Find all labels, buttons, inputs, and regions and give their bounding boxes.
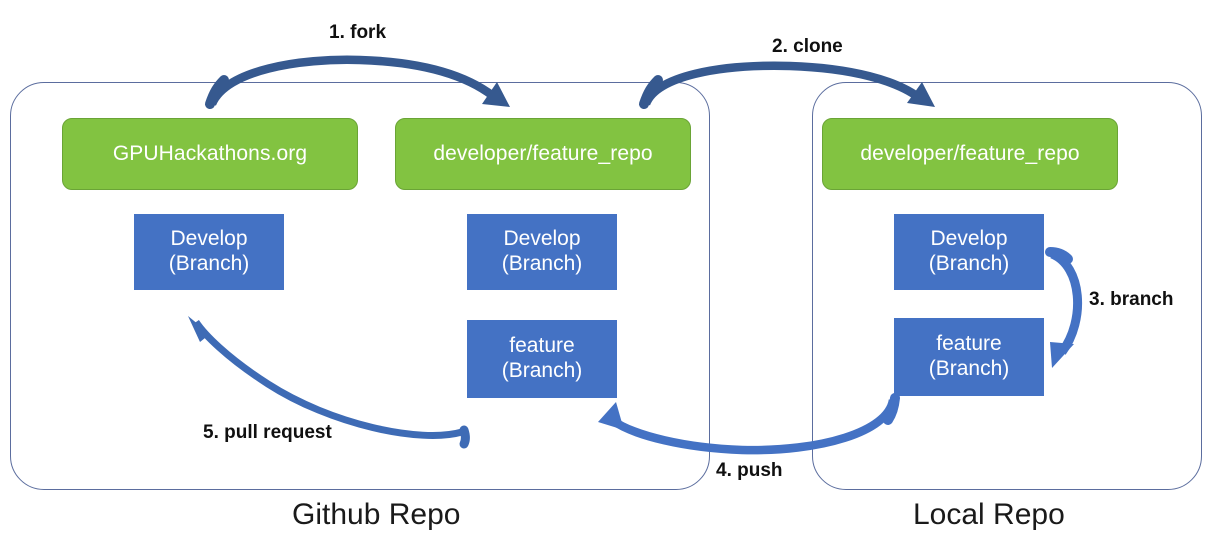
repo-box-gpuhackathons[interactable]: GPUHackathons.org — [62, 118, 358, 190]
branch-box-line1: feature — [936, 332, 1002, 356]
branch-box-line1: Develop — [503, 227, 581, 251]
repo-box-label: GPUHackathons.org — [112, 142, 308, 165]
branch-box-github-main-develop[interactable]: Develop (Branch) — [134, 214, 284, 290]
branch-box-line1: Develop — [930, 227, 1008, 251]
branch-box-local-develop[interactable]: Develop (Branch) — [894, 214, 1044, 290]
branch-box-line2: (Branch) — [501, 359, 583, 382]
branch-box-line2: (Branch) — [501, 252, 583, 275]
branch-box-line1: Develop — [170, 227, 248, 251]
branch-box-line2: (Branch) — [928, 252, 1010, 275]
step-label-branch: 3. branch — [1089, 289, 1174, 310]
branch-box-github-fork-develop[interactable]: Develop (Branch) — [467, 214, 617, 290]
step-label-clone: 2. clone — [772, 36, 843, 57]
step-label-fork: 1. fork — [329, 22, 387, 43]
repo-box-label: developer/feature_repo — [860, 142, 1080, 165]
branch-box-local-feature[interactable]: feature (Branch) — [894, 318, 1044, 396]
step-label-push: 4. push — [716, 460, 783, 481]
repo-box-github-feature-repo[interactable]: developer/feature_repo — [395, 118, 691, 190]
repo-box-local-feature-repo[interactable]: developer/feature_repo — [822, 118, 1118, 190]
branch-box-line2: (Branch) — [928, 357, 1010, 380]
branch-box-line1: feature — [509, 334, 575, 358]
branch-box-line2: (Branch) — [168, 252, 250, 275]
step-label-pull-request: 5. pull request — [203, 422, 332, 443]
frame-caption-local-repo: Local Repo — [913, 498, 1065, 531]
branch-box-github-fork-feature[interactable]: feature (Branch) — [467, 320, 617, 398]
repo-box-label: developer/feature_repo — [433, 142, 653, 165]
local-repo-frame — [812, 82, 1202, 490]
frame-caption-github-repo: Github Repo — [292, 498, 461, 531]
